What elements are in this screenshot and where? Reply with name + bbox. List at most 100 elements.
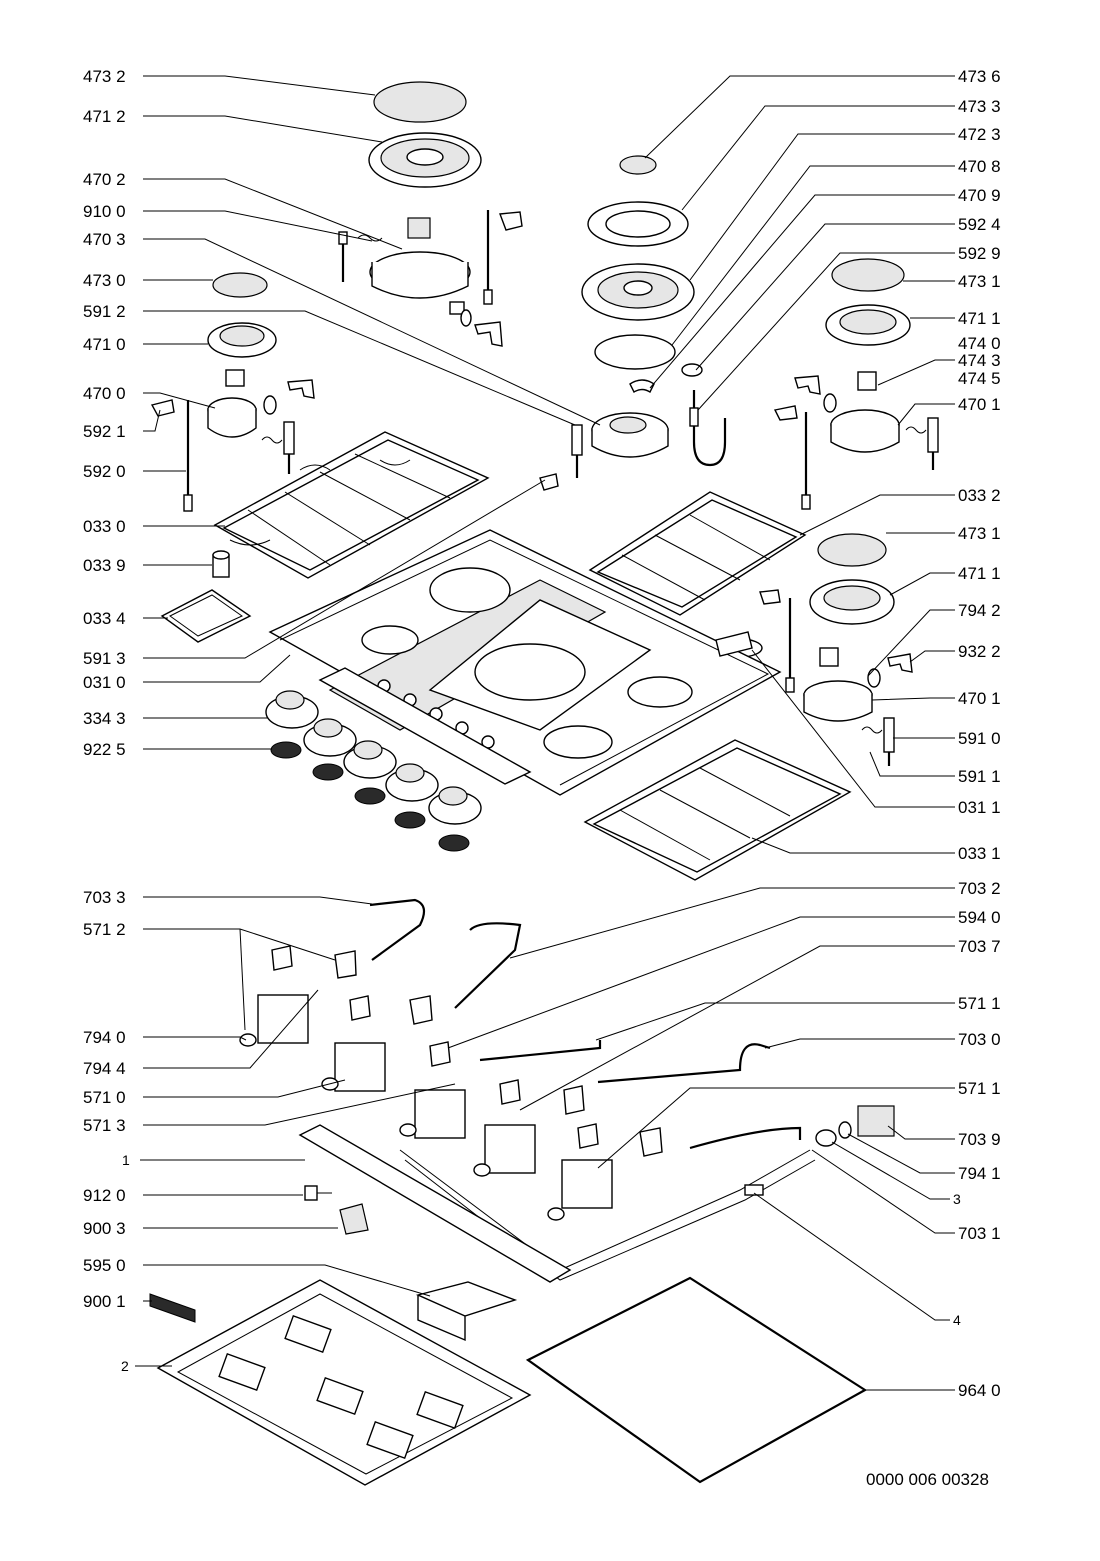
label-left: 033 4 (83, 609, 126, 628)
drawing-number: 0000 006 00328 (866, 1470, 989, 1489)
label-left: 473 0 (83, 271, 126, 290)
clip-top-left (357, 211, 523, 347)
label-right: 470 8 (958, 157, 1001, 176)
label-right: 703 2 (958, 879, 1001, 898)
label-right: 471 1 (958, 309, 1001, 328)
label-left: 595 0 (83, 1256, 126, 1275)
bracket-rail-1 (298, 1124, 572, 1283)
clip-900-3 (339, 1203, 369, 1235)
burner-crown-small-left (207, 322, 277, 358)
burner-crown-large-left (368, 132, 482, 188)
burner-cap-473-1-lower (817, 533, 887, 567)
burner-body-center (571, 412, 669, 478)
connector-703-9 (815, 1105, 895, 1147)
cover-031-1 (715, 631, 753, 657)
label-left: 031 0 (83, 673, 126, 692)
label-right: 471 1 (958, 564, 1001, 583)
label-left: 592 0 (83, 462, 126, 481)
label-left: 033 0 (83, 517, 126, 536)
burner-cap-small-left (212, 272, 268, 298)
burner-ring-473-3 (587, 201, 689, 247)
label-left: 794 4 (83, 1059, 126, 1078)
label-right: 473 1 (958, 524, 1001, 543)
label-right: 033 2 (958, 486, 1001, 505)
label-right: 473 1 (958, 272, 1001, 291)
label-left: 2 (121, 1358, 129, 1374)
hob-top-plate (268, 529, 782, 796)
label-left: 571 0 (83, 1088, 126, 1107)
label-left: 571 3 (83, 1116, 126, 1135)
gas-valves (239, 945, 663, 1221)
label-right: 592 4 (958, 215, 1001, 234)
label-left: 470 0 (83, 384, 126, 403)
label-left: 470 3 (83, 230, 126, 249)
injector-474 (857, 371, 877, 391)
ring-470-8 (594, 334, 676, 370)
burner-cap-473-6 (619, 155, 657, 175)
label-left: 571 2 (83, 920, 126, 939)
parts-drawing (149, 81, 939, 1486)
burner-crown-472-3 (581, 263, 695, 321)
label-right: 473 3 (958, 97, 1001, 116)
label-left: 794 0 (83, 1028, 126, 1047)
pan-support-right (588, 491, 807, 616)
label-right: 033 1 (958, 844, 1001, 863)
label-left: 470 2 (83, 170, 126, 189)
spark-generator-595-0 (415, 1281, 518, 1342)
label-left: 922 5 (83, 740, 126, 759)
label-right: 932 2 (958, 642, 1001, 661)
gas-pipes (369, 898, 816, 1281)
burner-body-470-1-lower (717, 589, 913, 766)
label-left: 471 2 (83, 107, 126, 126)
leader-lines (135, 75, 955, 1391)
label-right: 031 1 (958, 798, 1001, 817)
control-knobs (265, 690, 482, 852)
label-right: 964 0 (958, 1381, 1001, 1400)
burner-cap-large-left (373, 81, 467, 123)
label-left: 1 (122, 1152, 130, 1168)
burner-body-small-left (150, 369, 315, 512)
burner-crown-471-1 (825, 304, 911, 346)
clip-900-1 (149, 1293, 196, 1323)
label-right: 472 3 (958, 125, 1001, 144)
label-right: 594 0 (958, 908, 1001, 927)
frame-033-4 (160, 589, 252, 643)
label-right: 591 0 (958, 729, 1001, 748)
label-right: 703 7 (958, 937, 1001, 956)
screw-912-0 (304, 1185, 332, 1201)
knob-cap-033-9 (212, 550, 230, 578)
label-left: 592 1 (83, 422, 126, 441)
label-right: 592 9 (958, 244, 1001, 263)
pan-support-front (583, 739, 852, 881)
label-left: 334 3 (83, 709, 126, 728)
right-part-labels: 473 6 473 3 472 3 470 8 470 9 592 4 592 … (953, 67, 1001, 1400)
clip-470-9 (629, 379, 655, 394)
label-left: 471 0 (83, 335, 126, 354)
label-right: 3 (953, 1191, 961, 1207)
label-left: 591 3 (83, 649, 126, 668)
label-right: 474 3 (958, 351, 1001, 370)
label-right: 4 (953, 1312, 961, 1328)
label-right: 470 1 (958, 689, 1001, 708)
label-left: 473 2 (83, 67, 126, 86)
label-left: 703 3 (83, 888, 126, 907)
label-left: 900 3 (83, 1219, 126, 1238)
label-right: 794 2 (958, 601, 1001, 620)
label-left: 591 2 (83, 302, 126, 321)
label-right: 591 1 (958, 767, 1001, 786)
pan-support-left (213, 431, 490, 579)
left-part-labels: 473 2 471 2 470 2 910 0 470 3 473 0 591 … (83, 67, 130, 1374)
label-right: 474 5 (958, 369, 1001, 388)
base-housing-2 (156, 1279, 532, 1486)
label-right: 703 0 (958, 1030, 1001, 1049)
label-right: 703 1 (958, 1224, 1001, 1243)
seal-964-0 (525, 1276, 868, 1484)
label-left: 900 1 (83, 1292, 126, 1311)
label-left: 912 0 (83, 1186, 126, 1205)
electrode-left-top (338, 210, 493, 305)
label-right: 470 9 (958, 186, 1001, 205)
label-left: 910 0 (83, 202, 126, 221)
gas-ramp-4 (744, 1184, 764, 1196)
burner-crown-471-1-lower (809, 579, 895, 625)
